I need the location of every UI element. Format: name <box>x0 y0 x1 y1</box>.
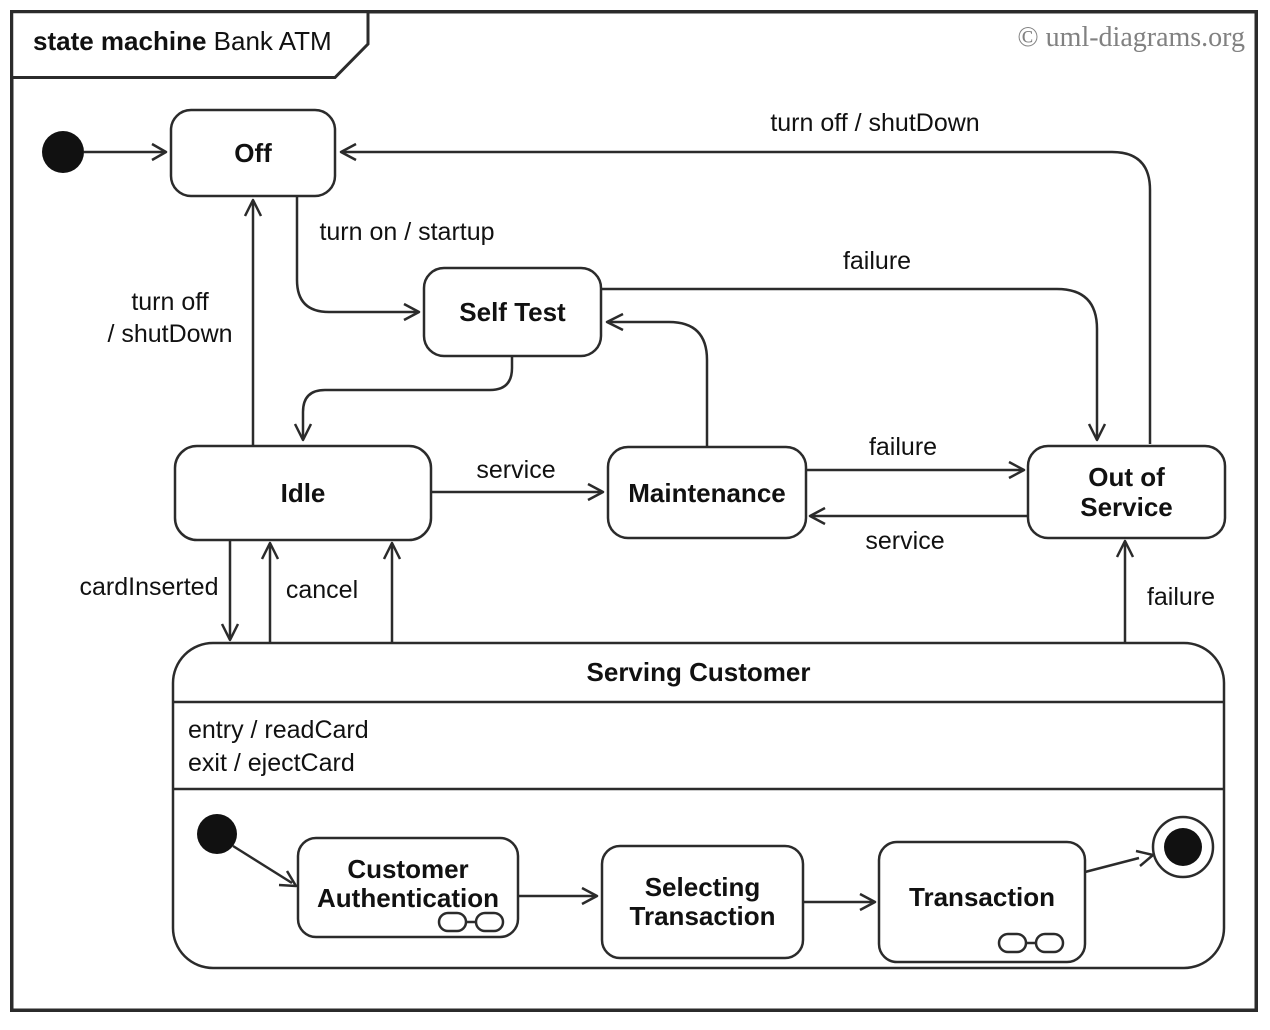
state-out-of-service-label: Out of Service <box>1080 462 1173 522</box>
internal-activities: entry / readCard exit / ejectCard <box>188 714 369 780</box>
label-service-idle: service <box>476 456 556 484</box>
transition-selecting-to-transaction <box>803 892 877 912</box>
inner-initial-state-icon <box>197 814 237 854</box>
state-out-of-service <box>1026 444 1227 540</box>
label-failure-selftest: failure <box>842 247 912 275</box>
label-service-outofservice: service <box>865 527 945 555</box>
transition-selftest-to-outofservice <box>601 287 1107 442</box>
state-transaction <box>877 840 1087 964</box>
transition-initial-to-authentication <box>232 844 298 888</box>
transition-authentication-to-selecting <box>518 886 599 906</box>
transition-idle-to-serving <box>220 540 240 642</box>
state-off-label: Off <box>234 138 272 168</box>
state-customer-authentication-label: Customer Authentication <box>317 854 499 913</box>
diagram-kind: state machine <box>33 26 207 56</box>
composite-state-icon <box>997 932 1065 954</box>
transition-serving-to-idle-cancel <box>260 541 280 642</box>
transition-maintenance-to-outofservice <box>806 460 1026 480</box>
copyright-notice: © uml-diagrams.org <box>1017 22 1245 53</box>
transition-selftest-to-idle <box>293 356 514 442</box>
transition-outofservice-to-maintenance <box>808 506 1027 526</box>
transition-maintenance-to-selftest <box>605 312 709 447</box>
transition-idle-to-maintenance <box>431 482 605 502</box>
label-turn-on-startup: turn on / startup <box>319 218 495 246</box>
composite-state-icon <box>437 911 505 933</box>
label-failure-serving: failure <box>1146 583 1216 611</box>
label-turn-off-shutdown-left: turn off / shutDown <box>107 288 233 348</box>
state-maintenance <box>606 445 808 540</box>
state-selecting-transaction-label: Selecting Transaction <box>629 872 776 931</box>
initial-state-icon <box>42 131 84 173</box>
label-turn-off-shutdown-top: turn off / shutDown <box>770 109 980 137</box>
state-idle <box>173 444 433 542</box>
label-cancel: cancel <box>285 576 359 604</box>
transition-outofservice-to-off <box>339 142 1152 444</box>
serving-customer-title: Serving Customer <box>586 657 811 687</box>
transition-idle-to-off <box>243 198 263 446</box>
final-state-icon <box>1151 815 1215 879</box>
label-failure-maintenance: failure <box>868 433 938 461</box>
state-idle-label: Idle <box>280 478 326 508</box>
label-card-inserted: cardInserted <box>79 573 219 601</box>
diagram-title: state machine Bank ATM <box>33 26 332 57</box>
transition-serving-to-idle <box>382 541 402 642</box>
state-customer-authentication <box>296 836 520 939</box>
transition-serving-to-outofservice <box>1115 539 1135 642</box>
state-selecting-transaction <box>600 844 805 960</box>
exit-activity: exit / ejectCard <box>188 749 355 777</box>
diagram-name: Bank ATM <box>213 26 332 56</box>
transition-initial-to-off <box>84 142 168 162</box>
state-transaction-label: Transaction <box>909 882 1055 912</box>
transition-off-to-selftest <box>295 196 421 322</box>
state-self-test-label: Self Test <box>459 297 566 327</box>
entry-activity: entry / readCard <box>188 716 369 744</box>
state-off <box>169 108 337 198</box>
frame-title-tab <box>10 10 370 79</box>
state-self-test <box>422 266 603 358</box>
state-maintenance-label: Maintenance <box>628 477 786 508</box>
